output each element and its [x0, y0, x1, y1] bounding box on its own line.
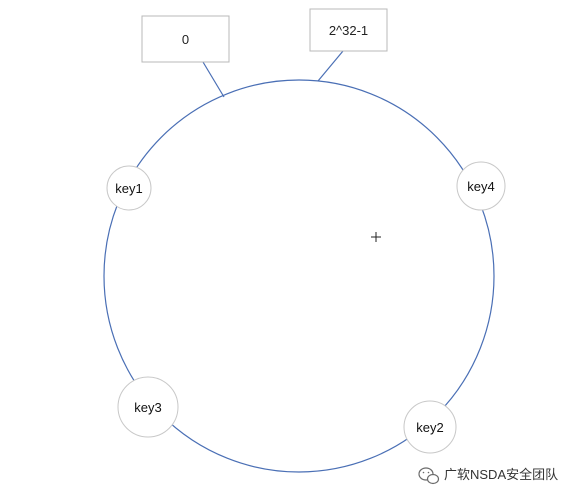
node-key1: key1 — [106, 165, 152, 211]
node-key2: key2 — [403, 400, 457, 454]
node-key3: key3 — [117, 376, 179, 438]
start-value-label: 0 — [182, 32, 189, 47]
wechat-icon — [418, 467, 440, 485]
node-key1-label: key1 — [115, 181, 142, 196]
crosshair-icon — [371, 232, 381, 242]
node-key4-label: key4 — [467, 179, 494, 194]
end-value-box: 2^32-1 — [309, 8, 388, 52]
connector-line-start — [202, 61, 225, 98]
hash-ring — [103, 79, 495, 473]
node-key3-label: key3 — [134, 400, 161, 415]
start-value-box: 0 — [141, 15, 230, 63]
node-key2-label: key2 — [416, 420, 443, 435]
connector-line-end — [317, 50, 344, 82]
watermark: 广软NSDA安全团队 — [418, 467, 558, 485]
end-value-label: 2^32-1 — [329, 23, 368, 38]
node-key4: key4 — [456, 161, 506, 211]
watermark-text: 广软NSDA安全团队 — [444, 467, 558, 482]
